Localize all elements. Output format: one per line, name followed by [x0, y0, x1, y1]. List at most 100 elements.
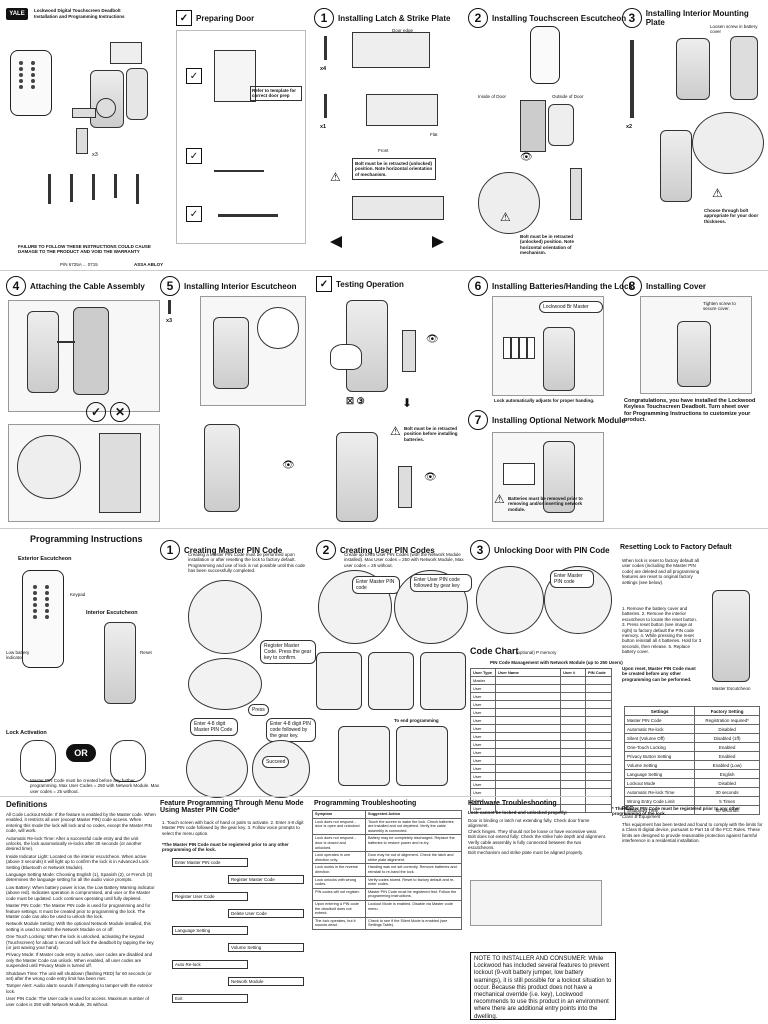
prog3-bubble: Enter Master PIN code — [550, 570, 594, 588]
prog3-header: 3 Unlocking Door with PIN Code — [470, 540, 610, 560]
through-bolt-icon — [630, 40, 634, 118]
reset-lock-illustration — [712, 590, 750, 682]
prep-check-1: ✓ — [186, 68, 202, 84]
step1-number: 1 — [314, 8, 334, 28]
screwdriver-icon — [218, 214, 278, 217]
step8-note1: Tighten screw to secure cover. — [703, 301, 736, 312]
reset-title: Resetting Lock to Factory Default — [620, 544, 732, 551]
prog-trouble-title: Programming Troubleshooting — [314, 800, 417, 807]
step2-inside-label: Inside of Door — [478, 94, 507, 99]
code-chart-cell: User — [470, 764, 496, 773]
trouble-action: Touch the screen to wake the lock. Check… — [365, 817, 462, 836]
code-chart-row: User — [470, 700, 612, 709]
code-chart-cell — [495, 724, 561, 733]
menu-flow-item: Register User Code — [172, 892, 248, 902]
step2-door-detail — [478, 172, 540, 234]
code-chart-cell — [560, 772, 586, 781]
prep-panel — [176, 30, 306, 244]
battery-icon-1 — [503, 337, 511, 359]
programming-title: Programming Instructions — [30, 534, 143, 544]
definition-item: Privacy Mode: If Master code entry is ac… — [6, 952, 153, 969]
setting-default: Registration required* — [694, 715, 760, 725]
step8-congrats: Congratulations, you have installed the … — [624, 398, 756, 424]
trouble-symptom: Lock unlocks with wrong codes. — [312, 875, 366, 889]
setting-default: 60 seconds — [694, 805, 760, 815]
trouble-action: Check to see if the Silent Mode is enabl… — [365, 916, 462, 930]
code-chart-cell — [495, 732, 561, 741]
trouble-row: Lock does not respond - door is closed a… — [312, 834, 462, 853]
prog1-bubble-again: Enter 4-8 digit PIN code followed by the… — [266, 718, 316, 742]
fcc-sub: Class B Equipment — [622, 814, 661, 819]
menu-flow-item: Delete User Code — [228, 909, 304, 919]
step3-title: Installing Interior Mounting Plate — [645, 9, 749, 27]
code-chart-cell — [560, 716, 586, 725]
mount-plate-illustration — [730, 36, 758, 100]
code-chart-cell — [495, 764, 561, 773]
code-chart-header: User # — [560, 668, 586, 677]
keypad-label: Keypad — [70, 592, 86, 597]
definition-item: Automatic Re-lock Time: After a successf… — [6, 835, 142, 852]
hw-trouble-list: Door is binding or latch not extending f… — [468, 818, 608, 856]
code-chart-cell: User — [470, 692, 496, 701]
setting-default: Disabled — [694, 778, 760, 788]
step1-note: Bolt must be in retracted (unlocked) pos… — [352, 158, 436, 181]
bolt-assembly-illustration — [352, 196, 444, 220]
step6-header: 6 Installing Batteries/Handing the Lock — [468, 276, 633, 296]
settings-row: Silent (Volume Off)Disabled (1ff) — [623, 733, 760, 743]
setting-default: Disabled — [694, 724, 760, 734]
prog1-bubble-succeed: Succeed — [262, 756, 290, 768]
trouble-action: Verify codes stored. Reset to factory de… — [365, 875, 462, 889]
trouble-row: Lock operates in one direction only.Door… — [312, 851, 462, 865]
interior-escutcheon-illustration — [90, 70, 124, 128]
step4-x-icon: ✕ — [110, 402, 130, 422]
or-badge: OR — [66, 744, 96, 762]
code-chart-cell — [585, 732, 612, 741]
battery-cover-open-illustration — [676, 38, 710, 100]
hand-screwdriver-illustration — [257, 307, 299, 349]
footer-brand: ASSA ABLOY — [134, 262, 164, 267]
code-chart-title: Code Chart — [470, 646, 519, 656]
step3-note1: Loosen screw in battery cover — [710, 24, 758, 35]
step7-panel — [492, 432, 604, 522]
hw-trouble-item: Bolt mechanism and strike plate must be … — [468, 850, 584, 856]
step4-check-icon: ✓ — [86, 402, 106, 422]
code-chart-cell: User — [470, 780, 496, 789]
setting-default: English — [694, 769, 760, 779]
code-chart-table-title: PIN Code Management with Network Module … — [490, 660, 623, 665]
brand-logo: YALE — [6, 8, 28, 20]
prog2-title: Creating User PIN Codes — [340, 545, 435, 555]
step3-warning-icon: ⚠ — [712, 186, 723, 200]
code-chart-row: User — [470, 684, 612, 693]
lock-activation-label: Lock Activation — [6, 730, 47, 736]
prog1-number: 1 — [160, 540, 180, 560]
code-chart-cell — [585, 764, 612, 773]
code-chart-cell: User — [470, 772, 496, 781]
step1-qty-x1: x1 — [320, 124, 327, 130]
prog1-illustration-3 — [186, 740, 248, 798]
code-chart-cell — [560, 796, 586, 805]
setting-default: Enabled — [694, 751, 760, 761]
code-chart-row: User — [470, 804, 612, 813]
network-module-illustration — [543, 441, 575, 513]
battery-icon-4 — [527, 337, 535, 359]
keypad-buttons — [19, 61, 41, 89]
setting-default: Disabled (1ff) — [694, 733, 760, 743]
hw-trouble-item: Check hinges. They should not be loose o… — [468, 828, 598, 834]
menu-flow-item: Volume Setting — [228, 943, 304, 953]
code-chart-row: User — [470, 772, 612, 781]
code-chart-cell — [585, 692, 612, 701]
reset-label: Reset — [140, 650, 152, 655]
step6-note: Lock automatically adjusts for proper ha… — [494, 398, 595, 403]
code-chart-cell — [495, 676, 561, 685]
installer-note: NOTE TO INSTALLER AND CONSUMER: While Lo… — [470, 952, 616, 1020]
code-chart-cell — [560, 764, 586, 773]
trouble-symptom: PIN codes will not register. — [312, 887, 366, 901]
door-edge-detail — [99, 433, 141, 513]
header-block: YALE Lockwood Digital Touchscreen Deadbo… — [6, 6, 164, 36]
menu-flow-item: Register Master Code — [228, 875, 304, 885]
